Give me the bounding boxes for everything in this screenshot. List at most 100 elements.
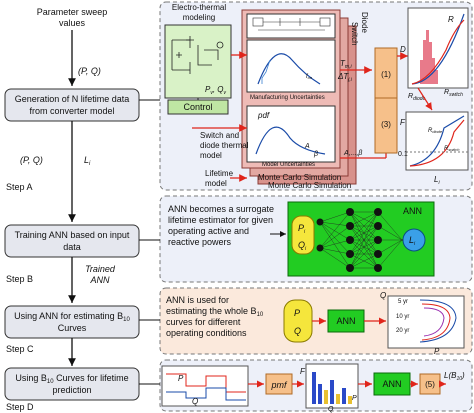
step-c-desc-2: estimating the whole B10 <box>166 306 264 318</box>
lifetime-line2: prediction <box>52 385 91 395</box>
r-curve-diode <box>411 13 465 85</box>
thermal-model-line1: Switch and <box>200 131 239 140</box>
ann-nodes <box>316 208 382 272</box>
li-label: Li <box>84 155 91 167</box>
pq-li-label: (P, Q) <box>20 155 43 165</box>
label-10yr: 10 yr <box>396 314 409 320</box>
model-uncertainty-label: Model Uncertainties <box>262 162 315 168</box>
generation-line2: from converter model <box>29 106 114 116</box>
pmf-bars <box>312 372 352 404</box>
alpha-label: A <box>304 143 310 150</box>
pdf-steps-manufacturing <box>261 59 271 84</box>
r-diode-mid: Rdiode <box>428 128 443 134</box>
step-d-label: Step D <box>6 402 34 412</box>
arrow-r-down <box>417 87 433 111</box>
lb10-output: L(B10) <box>444 371 465 382</box>
lifetime-line1: Using B10 Curves for lifetime <box>15 373 128 385</box>
electro-thermal-line2: modeling <box>183 13 215 22</box>
pmf-f-axis: F <box>300 367 306 376</box>
lifetime-model-line2: model <box>205 179 227 188</box>
c-q-axis: Q <box>380 291 386 300</box>
c-p-axis: P <box>434 347 440 356</box>
param-sweep-line1: Parameter sweep <box>37 7 108 17</box>
r-curve-switch <box>411 19 465 85</box>
switch-vertical-label: Switch <box>350 22 359 46</box>
mc-sim-label-back: Monte Carlo Simulation <box>268 181 351 190</box>
ann-network <box>319 211 403 269</box>
pmf-label: pmf <box>270 380 288 390</box>
profile-q: Q <box>192 397 198 406</box>
b10-curves <box>419 299 457 343</box>
block-1-label: (1) <box>381 70 391 79</box>
label-20yr: 20 yr <box>396 328 409 334</box>
histogram-bars <box>420 30 438 84</box>
manufacturing-uncertainty-plot <box>246 39 336 93</box>
trained-ann-line2: ANN <box>89 275 110 285</box>
label-5yr: 5 yr <box>398 299 408 305</box>
f-label: F <box>400 118 406 127</box>
step-c-desc-4: operating conditions <box>166 328 247 338</box>
diode-vertical-label: Diode <box>360 12 369 33</box>
generation-line1: Generation of N lifetime data <box>15 94 130 104</box>
pmf-p-axis: P <box>352 395 357 402</box>
pdf-label: pdf <box>257 111 270 120</box>
thermal-model-line2: diode thermal <box>200 141 249 150</box>
step-b-desc-1: ANN becomes a surrogate <box>168 204 274 214</box>
step-c-p: P <box>294 308 300 318</box>
ann-input-box <box>291 215 315 255</box>
pmf-q-axis: Q <box>328 406 334 413</box>
step-c-label: Step C <box>6 344 34 354</box>
cdf-curve-diode <box>409 115 465 167</box>
b10-line2: Curves <box>58 323 87 333</box>
fon-label: fon <box>306 74 313 80</box>
d-label: D <box>400 45 406 54</box>
control-label: Control <box>183 102 212 112</box>
rswitch-label: Rswitch <box>444 89 463 98</box>
profile-q-line <box>166 387 246 401</box>
training-line2: data <box>63 242 81 252</box>
trained-ann-line1: Trained <box>85 264 116 274</box>
step-c-desc-3: curves for different <box>166 317 241 327</box>
tm-label: Tm,i <box>340 59 352 70</box>
block-3-label: (3) <box>381 120 391 129</box>
step-b-desc-3: operating active and <box>168 226 249 236</box>
step-d-ann-label: ANN <box>382 379 401 389</box>
training-line1: Training ANN based on input <box>15 230 130 240</box>
thermal-network-icon <box>252 17 331 31</box>
step-a-label: Step A <box>6 182 33 192</box>
chart-li-label: Li <box>434 175 440 186</box>
cdf-chart <box>405 111 469 171</box>
ann-input-q: Qi <box>298 240 307 252</box>
param-sweep-line2: values <box>59 18 86 28</box>
pv-qv-label: Pv, Qv <box>205 85 227 96</box>
profile-p: P <box>178 374 184 383</box>
block-5-label: (5) <box>425 380 435 389</box>
r-switch-mid: Rswitch <box>444 146 460 152</box>
step-c-desc-1: ANN is used for <box>166 295 229 305</box>
r-top-label: R <box>448 15 454 24</box>
mc-sim-label: Monte Carlo Simulation <box>258 173 341 182</box>
ann-input-p: Pi <box>298 223 306 235</box>
pdf-curve-manufacturing <box>257 53 321 85</box>
pq-top-label: (P, Q) <box>78 66 101 76</box>
dtj-label: ΔTj,i <box>337 72 353 83</box>
rdiode-label: Rdiode <box>408 93 426 102</box>
step-c-ann-label: ANN <box>336 316 355 326</box>
step-b-desc-2: lifetime estimator for given <box>168 215 273 225</box>
manufacturing-uncertainty-label: Manufacturing Uncertainties <box>250 95 325 101</box>
b10-line1: Using ANN for estimating B10 <box>14 311 130 323</box>
thermal-model-line3: model <box>200 151 222 160</box>
beta-label: β <box>313 151 318 158</box>
block-3 <box>374 97 398 154</box>
step-b-label: Step B <box>6 274 33 284</box>
a-beta-label: A,...,β <box>343 150 362 157</box>
ann-title: ANN <box>403 206 422 216</box>
lifetime-model-line1: Lifetime <box>205 169 234 178</box>
tick-0-1: 0.1 <box>398 151 408 158</box>
step-c-q: Q <box>294 326 301 336</box>
converter-circuit-icon <box>171 36 224 74</box>
electro-thermal-line1: Electro-thermal <box>172 3 226 12</box>
ann-output-li: Li <box>409 235 416 247</box>
